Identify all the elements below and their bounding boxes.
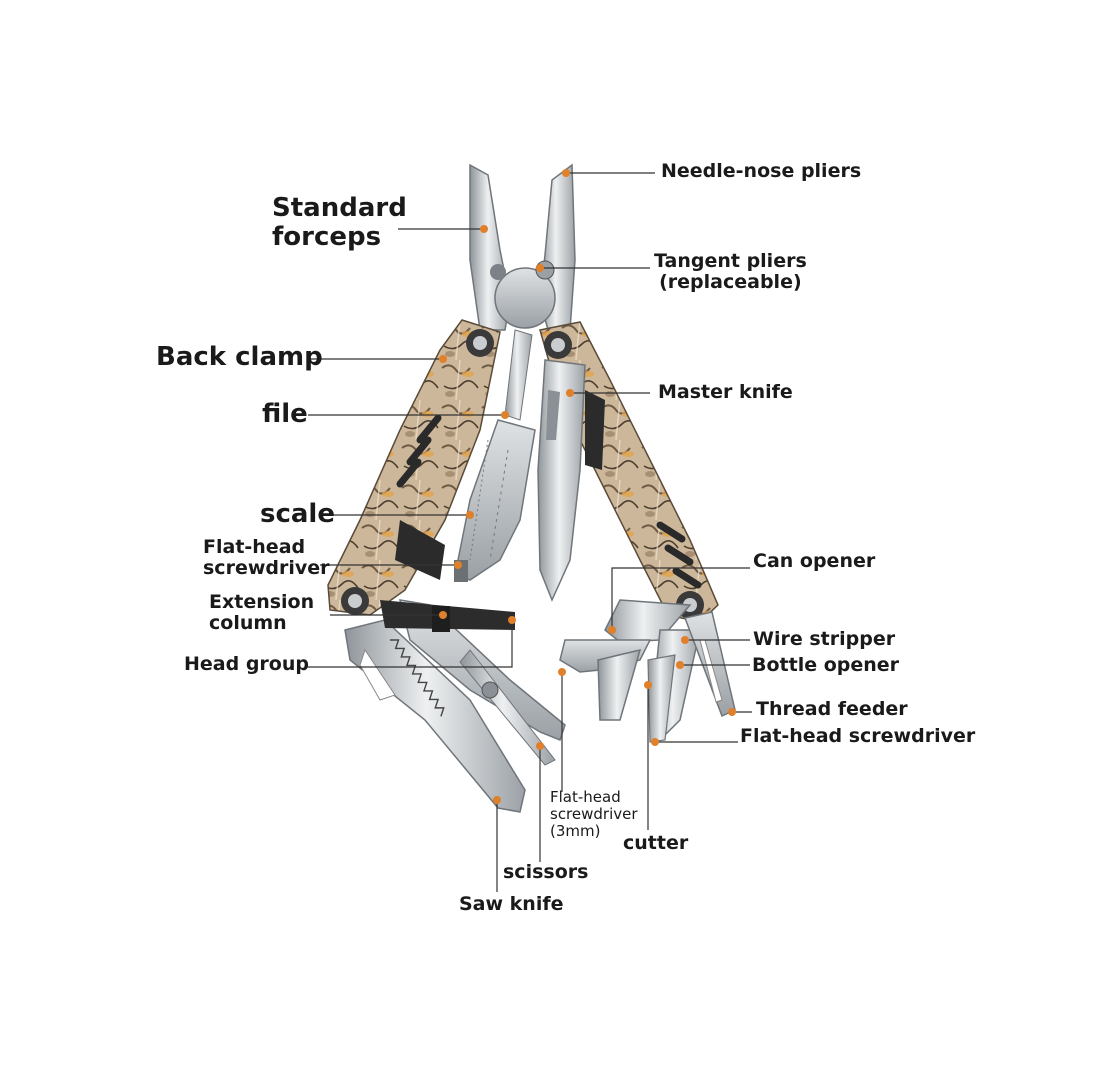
center-tools xyxy=(454,329,586,602)
label-flat-head-left-line2: screwdriver xyxy=(203,557,330,580)
plier-jaws xyxy=(469,163,576,331)
label-scissors: scissors xyxy=(503,861,589,883)
label-head-group: Head group xyxy=(184,653,309,675)
label-extension-line1: Extension xyxy=(209,591,315,613)
lower-left-tools xyxy=(344,599,566,813)
callout-dots xyxy=(439,169,736,804)
label-tangent-pliers: Tangent pliers (replaceable) xyxy=(654,250,807,294)
lower-right-tools xyxy=(559,599,736,743)
label-flat-head-screwdriver-3mm: Flat-head screwdriver (3mm) xyxy=(550,789,638,839)
label-flat-head-screwdriver-right: Flat-head screwdriver xyxy=(740,725,976,747)
label-flat-head-left-line1: Flat-head xyxy=(203,536,306,558)
label-saw-knife: Saw knife xyxy=(459,893,564,915)
label-scale: scale xyxy=(260,499,335,529)
label-extension-column: Extension column xyxy=(209,591,315,635)
label-thread-feeder: Thread feeder xyxy=(756,698,908,720)
left-handle xyxy=(327,319,501,616)
label-tangent-pliers-line2: (replaceable) xyxy=(659,271,802,294)
label-bottle-opener: Bottle opener xyxy=(752,654,900,676)
label-flat-head-3mm-line1: Flat-head xyxy=(550,788,621,806)
label-master-knife: Master knife xyxy=(658,381,793,403)
label-wire-stripper: Wire stripper xyxy=(753,628,896,650)
label-flat-head-3mm-line3: (3mm) xyxy=(550,821,601,840)
label-flat-head-3mm-line2: screwdriver xyxy=(550,804,638,823)
label-extension-line2: column xyxy=(209,612,287,635)
label-standard-forceps: Standard forceps xyxy=(272,193,407,253)
label-tangent-pliers-line1: Tangent pliers xyxy=(654,250,807,272)
label-needle-nose-pliers: Needle-nose pliers xyxy=(661,160,862,182)
label-file: file xyxy=(262,399,308,429)
right-handle xyxy=(539,321,719,623)
label-can-opener: Can opener xyxy=(753,550,876,572)
leader-lines xyxy=(305,172,752,892)
label-back-clamp: Back clamp xyxy=(156,342,323,372)
label-standard-forceps-line1: Standard xyxy=(272,193,407,223)
label-flat-head-screwdriver-left: Flat-head screwdriver xyxy=(203,536,330,580)
label-standard-forceps-line2: forceps xyxy=(272,222,382,253)
label-cutter: cutter xyxy=(623,832,689,854)
